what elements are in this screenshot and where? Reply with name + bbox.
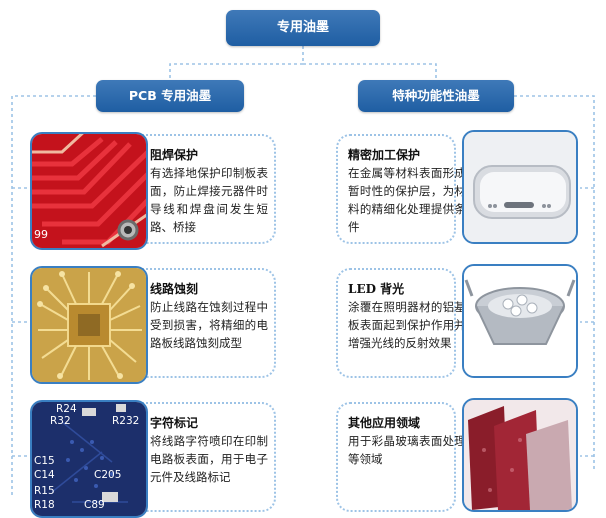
photo-label: R32 bbox=[50, 415, 71, 427]
card-precision-processing-protection: 精密加工保护 在金属等材料表面形成暂时性的保护层，为材料的精细化处理提供条件 bbox=[336, 134, 466, 244]
branch-functional-ink: 特种功能性油墨 bbox=[358, 80, 514, 112]
card-description: 涂覆在照明器材的铝基板表面起到保护作用并增强光线的反射效果 bbox=[348, 300, 466, 350]
red-pcb-photo: 99 bbox=[30, 132, 148, 250]
gold-circuit-photo bbox=[30, 266, 148, 384]
card-title: 精密加工保护 bbox=[348, 148, 421, 162]
led-lamp-photo bbox=[462, 264, 578, 378]
photo-label: R18 bbox=[34, 499, 55, 511]
photo-label: R24 bbox=[56, 403, 77, 415]
branch-pcb-ink: PCB 专用油墨 bbox=[96, 80, 244, 112]
photo-label: C89 bbox=[84, 499, 105, 511]
branch-label: 特种功能性油墨 bbox=[392, 88, 480, 103]
photo-label: R15 bbox=[34, 485, 55, 497]
card-title: 其他应用领域 bbox=[348, 416, 421, 430]
card-description: 在金属等材料表面形成暂时性的保护层，为材料的精细化处理提供条件 bbox=[348, 166, 466, 234]
card-title: 线路蚀刻 bbox=[150, 282, 199, 296]
root-label: 专用油墨 bbox=[276, 20, 329, 35]
photo-label: C15 bbox=[34, 455, 55, 467]
card-led-backlight: LED 背光 涂覆在照明器材的铝基板表面起到保护作用并增强光线的反射效果 bbox=[336, 268, 466, 378]
root-node-special-ink: 专用油墨 bbox=[226, 10, 380, 46]
card-solder-mask: 99 阻焊保护 有选择地保护印制板表面，防止焊接元器件时导线和焊盘间发生短路、桥… bbox=[30, 132, 276, 250]
card-description: 将线路字符喷印在印制电路板表面，用于电子元件及线路标记 bbox=[150, 434, 268, 484]
card-title: 字符标记 bbox=[150, 416, 199, 430]
card-title: LED 背光 bbox=[348, 282, 405, 296]
photo-label: C14 bbox=[34, 469, 55, 481]
blue-pcb-photo: R24 R32 R232 C15 C14 R15 R18 C205 C89 bbox=[30, 400, 148, 518]
photo-label: C205 bbox=[94, 469, 121, 481]
card-character-marking: R24 R32 R232 C15 C14 R15 R18 C205 C89 字符… bbox=[30, 400, 276, 518]
card-description: 防止线路在蚀刻过程中受到损害，将精细的电路板线路蚀刻成型 bbox=[150, 300, 268, 350]
card-description: 用于彩晶玻璃表面处理等领域 bbox=[348, 434, 466, 466]
branch-label: PCB 专用油墨 bbox=[128, 88, 212, 103]
card-circuit-etching: 线路蚀刻 防止线路在蚀刻过程中受到损害，将精细的电路板线路蚀刻成型 bbox=[30, 266, 276, 384]
smartphone-photo bbox=[462, 130, 578, 244]
card-other-applications: 其他应用领域 用于彩晶玻璃表面处理等领域 bbox=[336, 402, 466, 512]
crystal-glass-photo bbox=[462, 398, 578, 512]
svg-text:99: 99 bbox=[34, 228, 48, 241]
card-title: 阻焊保护 bbox=[150, 148, 199, 162]
card-description: 有选择地保护印制板表面，防止焊接元器件时导线和焊盘间发生短路、桥接 bbox=[150, 166, 268, 234]
photo-label: R232 bbox=[112, 415, 139, 427]
